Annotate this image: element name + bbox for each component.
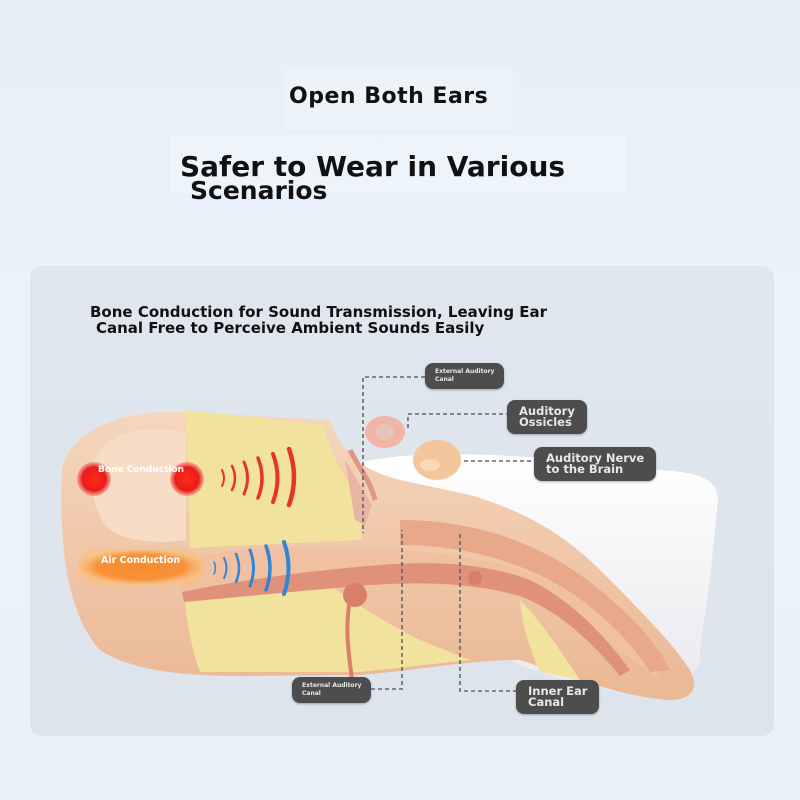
- callout-external-auditory-canal-top: External Auditory Canal: [425, 363, 505, 389]
- bone-conduction-waves: [221, 446, 297, 508]
- callout-inner-ear-canal: Inner Ear Canal: [516, 680, 600, 714]
- inner-ear-canal: [182, 563, 630, 676]
- air-conduction-label: Air Conduction: [101, 555, 181, 566]
- ear-helix: [91, 429, 186, 542]
- air-conduction-waves: [213, 540, 291, 596]
- panel-description-line1: Bone Conduction for Sound Transmission, …: [90, 303, 548, 321]
- page-title: Open Both Ears: [289, 84, 489, 109]
- temporal-bone-upper: [186, 410, 362, 548]
- bone-conduction-dot-left: [77, 462, 111, 496]
- bone-conduction-label: Bone Conduction: [98, 465, 185, 475]
- temporal-bone-right: [520, 600, 580, 680]
- temporal-bone-lower: [184, 585, 470, 672]
- auditory-nerve-band: [400, 520, 670, 672]
- callout-auditory-ossicles: Auditory Ossicles: [507, 400, 587, 434]
- air-conduction-pill: [78, 549, 204, 585]
- ossicles-cluster: [343, 416, 482, 681]
- page-subtitle-line2: Scenarios: [190, 176, 328, 205]
- title-band: [285, 70, 513, 130]
- panel-description-line2: Canal Free to Perceive Ambient Sounds Ea…: [96, 319, 485, 337]
- page-subtitle-line1: Safer to Wear in Various: [180, 150, 566, 183]
- leader-lines: [362, 376, 538, 692]
- panel-description: Bone Conduction for Sound Transmission, …: [90, 304, 547, 336]
- callout-auditory-nerve: Auditory Nerve to the Brain: [534, 447, 657, 481]
- callout-external-auditory-canal-bottom: External Auditory Canal: [292, 677, 372, 703]
- bone-conduction-dot-right: [170, 462, 204, 496]
- subtitle-band: [170, 135, 626, 193]
